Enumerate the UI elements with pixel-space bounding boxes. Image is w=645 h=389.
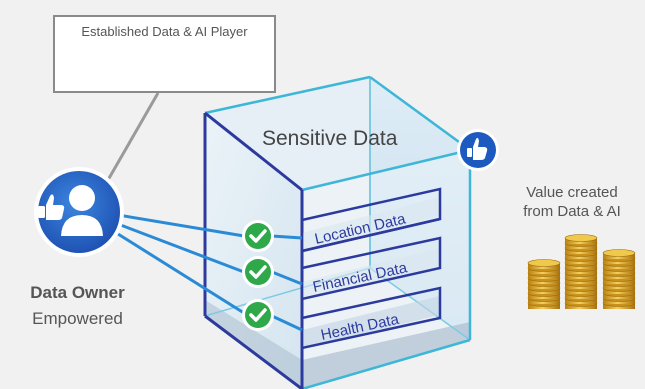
check-icon <box>242 220 274 252</box>
player-box: Established Data & AI Player <box>53 15 276 93</box>
check-icon <box>242 256 274 288</box>
layer-label-health: Health Data <box>319 311 401 344</box>
thumbs-up-icon <box>38 194 65 220</box>
cube-thumbs-up-badge <box>457 129 499 171</box>
owner-name: Data Owner <box>30 283 125 302</box>
owner-status: Empowered <box>32 309 123 328</box>
owner-avatar <box>34 167 124 257</box>
layer-health <box>300 286 442 350</box>
player-box-title: Established Data & AI Player <box>81 24 248 39</box>
layer-location <box>300 187 442 253</box>
check-icon <box>242 299 274 331</box>
cube-title: Sensitive Data <box>262 127 398 150</box>
owner-to-player-connector <box>106 92 160 181</box>
layer-label-location: Location Data <box>313 210 408 248</box>
value-caption: Value created from Data & AI <box>497 183 645 221</box>
value-caption-line2: from Data & AI <box>523 203 621 220</box>
value-caption-line1: Value created <box>526 184 618 201</box>
layer-label-financial: Financial Data <box>311 259 409 296</box>
layer-financial <box>300 236 442 301</box>
owner-to-layer-connectors <box>117 213 303 332</box>
coin-stacks-icon <box>527 234 636 309</box>
